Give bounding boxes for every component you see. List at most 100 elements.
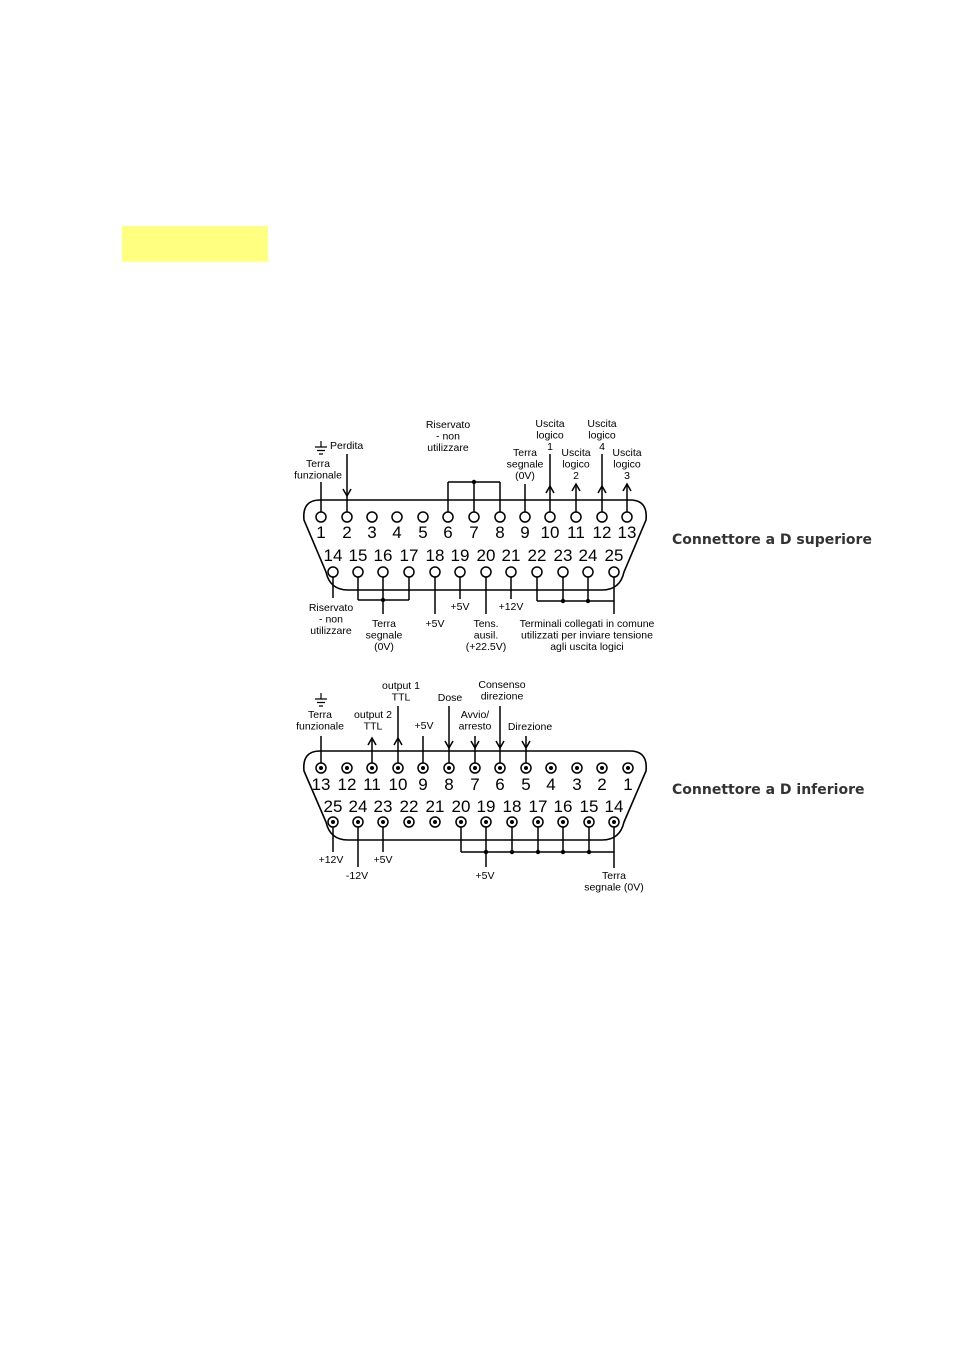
label-plus5v-18: +5V [426,618,445,630]
arrow-head [367,736,377,746]
ground-symbol-icon [315,441,327,455]
pin-number: 10 [389,775,408,794]
pin-3 [366,511,378,523]
pin-number: 16 [554,797,573,816]
label-plus5v-pin9: +5V [415,720,434,732]
pin-number: 4 [392,523,401,542]
label-plus12v-21: +12V [499,601,524,613]
pin-19 [454,566,466,578]
pin-number: 9 [418,775,427,794]
pin-center [587,820,591,824]
pin-number: 11 [567,523,585,542]
label-perdita: Perdita [330,440,363,452]
pin-center [447,766,451,770]
pin-number: 15 [349,546,368,565]
pin-22 [531,566,543,578]
pin-number: 16 [374,546,393,565]
pin-center [626,766,630,770]
pin-11 [570,511,582,523]
pin-17 [403,566,415,578]
pin-center [345,766,349,770]
pin-number: 15 [580,797,599,816]
pin-center [600,766,604,770]
pin-center [381,820,385,824]
pin-24 [582,566,594,578]
pin-5 [417,511,429,523]
yellow-highlight-box [122,226,268,261]
pin-center [612,820,616,824]
pin-number: 7 [469,523,478,542]
pin-number: 25 [324,797,343,816]
pin-center [549,766,553,770]
label-plus12v-25: +12V [319,854,344,866]
pin-number: 22 [400,797,419,816]
pin-number: 8 [495,523,504,542]
pin-center [536,820,540,824]
pin-number: 8 [444,775,453,794]
junction-dot [560,598,566,604]
pin-center [407,820,411,824]
pin-number: 14 [605,797,624,816]
pin-center [356,820,360,824]
pin-number: 12 [593,523,612,542]
pin-number: 3 [367,523,376,542]
pin-number: 1 [316,523,325,542]
label-plus5v-19-bottom: +5V [476,870,495,882]
pin-number: 1 [623,775,632,794]
pin-4 [391,511,403,523]
pin-center [510,820,514,824]
arrow-head [622,482,632,492]
pin-number: 5 [418,523,427,542]
pin-number: 2 [597,775,606,794]
label-dose: Dose [438,692,463,704]
label-direzione: Direzione [508,721,553,733]
pin-center [498,766,502,770]
arrow-head [393,736,403,746]
pin-center [319,766,323,770]
pin-center [433,820,437,824]
pin-center [396,766,400,770]
pin-number: 6 [495,775,504,794]
junction-dot [585,598,591,604]
pin-number: 21 [502,546,521,565]
junction-dot [471,479,477,485]
top-connector-caption: Connettore a D superiore [672,532,872,548]
label-tens-ausil: Tens.ausil.(+22.5V) [466,618,507,653]
pin-center [575,766,579,770]
pin-10 [544,511,556,523]
junction-dot [509,849,515,855]
arrow-head [545,484,555,494]
pin-number: 25 [605,546,624,565]
pin-center [524,766,528,770]
pin-number: 9 [520,523,529,542]
pin-6 [442,511,454,523]
pin-center [331,820,335,824]
pin-number: 2 [342,523,351,542]
pin-14 [327,566,339,578]
pin-number: 13 [312,775,331,794]
pin-number: 5 [521,775,530,794]
pin-center [370,766,374,770]
pin-number: 22 [528,546,547,565]
pin-number: 19 [477,797,496,816]
pin-9 [519,511,531,523]
pin-number: 19 [451,546,470,565]
bottom-connector-caption: Connettore a D inferiore [672,782,865,798]
label-plus5v-19: +5V [451,601,470,613]
junction-dot [535,849,541,855]
pin-2 [341,511,353,523]
arrow-head [495,740,505,750]
